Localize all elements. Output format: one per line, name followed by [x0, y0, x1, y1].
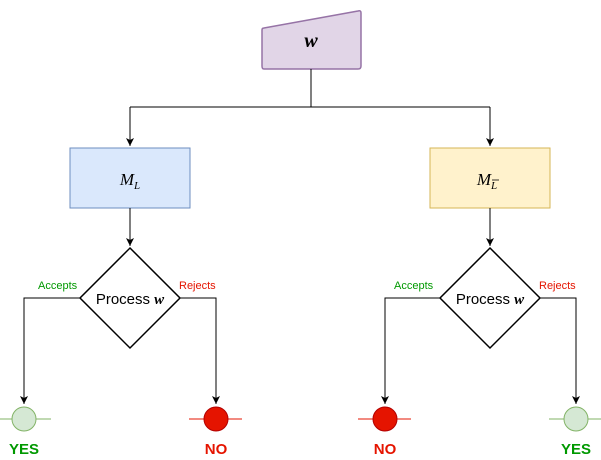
left-machine-box: ML — [69, 147, 191, 209]
left-decision-label: Process w — [96, 291, 165, 308]
left-yes-label: YES — [9, 441, 39, 458]
right-branches — [381, 297, 580, 404]
input-node: w — [261, 10, 362, 70]
right-decision-diamond: Process w — [438, 246, 542, 350]
right-no-terminal — [358, 406, 411, 432]
left-decision-diamond: Process w — [78, 246, 182, 350]
right-no-label: NO — [374, 441, 397, 458]
left-yes-terminal — [0, 406, 51, 432]
right-reject-label: Rejects — [539, 280, 576, 292]
left-no-terminal — [189, 406, 242, 432]
input-label: w — [304, 30, 318, 52]
right-accept-label: Accepts — [394, 280, 434, 292]
left-reject-label: Rejects — [179, 280, 216, 292]
right-yes-terminal — [549, 406, 601, 432]
left-no-label: NO — [205, 441, 228, 458]
left-machine-label: ML — [119, 170, 140, 192]
right-decision-label: Process w — [456, 291, 525, 308]
right-machine-label: ML — [476, 170, 497, 192]
left-accept-label: Accepts — [38, 280, 78, 292]
left-branches — [20, 297, 220, 404]
right-machine-box: ML — [429, 147, 551, 209]
right-yes-label: YES — [561, 441, 591, 458]
split-connector — [126, 69, 494, 146]
